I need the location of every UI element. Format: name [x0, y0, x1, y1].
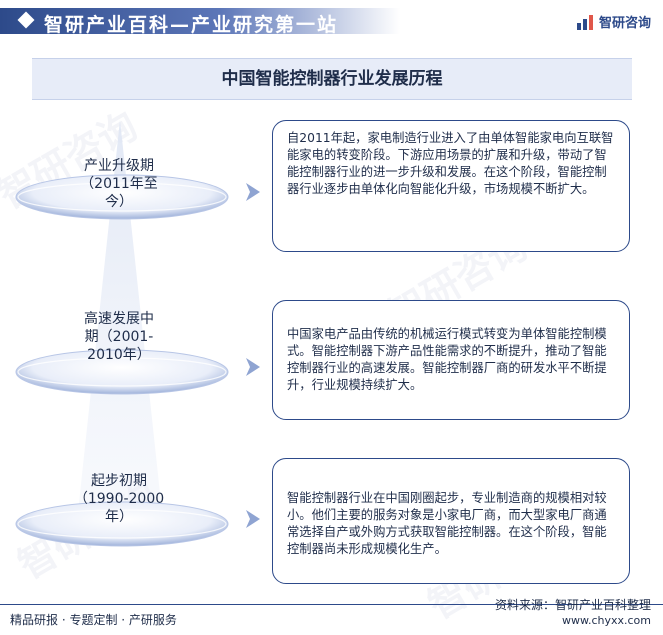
footer-divider — [0, 604, 663, 605]
stage-label-line: 产业升级期 — [84, 158, 154, 174]
footer-services: 精品研报 · 专题定制 · 产研服务 — [10, 613, 177, 627]
stage-label: 起步初期 （1990-2000 年） — [14, 472, 224, 526]
page-header: 智研产业百科—产业研究第一站 智研咨询 — [0, 0, 663, 42]
chevron-right-icon — [246, 183, 260, 201]
stage-description-text: 自2011年起，家电制造行业进入了由单体智能家电向互联智能家电的转变阶段。下游应… — [287, 131, 614, 196]
header-title: 智研产业百科—产业研究第一站 — [44, 14, 339, 36]
stage-label-line: 2010年） — [87, 347, 151, 363]
stage-label-line: 期（2001- — [84, 329, 154, 345]
chevron-right-icon — [246, 510, 260, 528]
stage-label-line: 年） — [105, 509, 133, 525]
stage-label-line: 高速发展中 — [84, 311, 154, 327]
page-footer: 精品研报 · 专题定制 · 产研服务 资料来源：智研产业百科整理 www.chy… — [0, 594, 663, 635]
stage-description-text: 中国家电产品由传统的机械运行模式转变为单体智能控制模式。智能控制器下游产品性能需… — [287, 327, 607, 392]
stage-label-line: 今） — [105, 194, 133, 210]
chevron-right-icon — [246, 358, 260, 376]
stage-label-line: （2011年至 — [80, 176, 158, 192]
stage-description: 自2011年起，家电制造行业进入了由单体智能家电向互联智能家电的转变阶段。下游应… — [272, 120, 630, 252]
brand-name: 智研咨询 — [598, 16, 651, 31]
stage-label-line: 起步初期 — [91, 473, 147, 489]
header-banner — [0, 8, 400, 34]
stage-label: 高速发展中 期（2001- 2010年） — [14, 310, 224, 364]
stage-description: 中国家电产品由传统的机械运行模式转变为单体智能控制模式。智能控制器下游产品性能需… — [272, 300, 630, 420]
stage-description: 智能控制器行业在中国刚圈起步，专业制造商的规模相对较小。他们主要的服务对象是小家… — [272, 458, 630, 584]
footer-source: 资料来源：智研产业百科整理 — [494, 598, 651, 612]
stage-description-text: 智能控制器行业在中国刚圈起步，专业制造商的规模相对较小。他们主要的服务对象是小家… — [287, 491, 607, 556]
brand: 智研咨询 — [576, 12, 651, 31]
stage-label: 产业升级期 （2011年至 今） — [14, 157, 224, 211]
brand-logo-icon — [576, 14, 593, 30]
chart-title: 中国智能控制器行业发展历程 — [32, 58, 632, 100]
footer-url[interactable]: www.chyxx.com — [561, 614, 651, 627]
stage-label-line: （1990-2000 — [73, 491, 165, 507]
